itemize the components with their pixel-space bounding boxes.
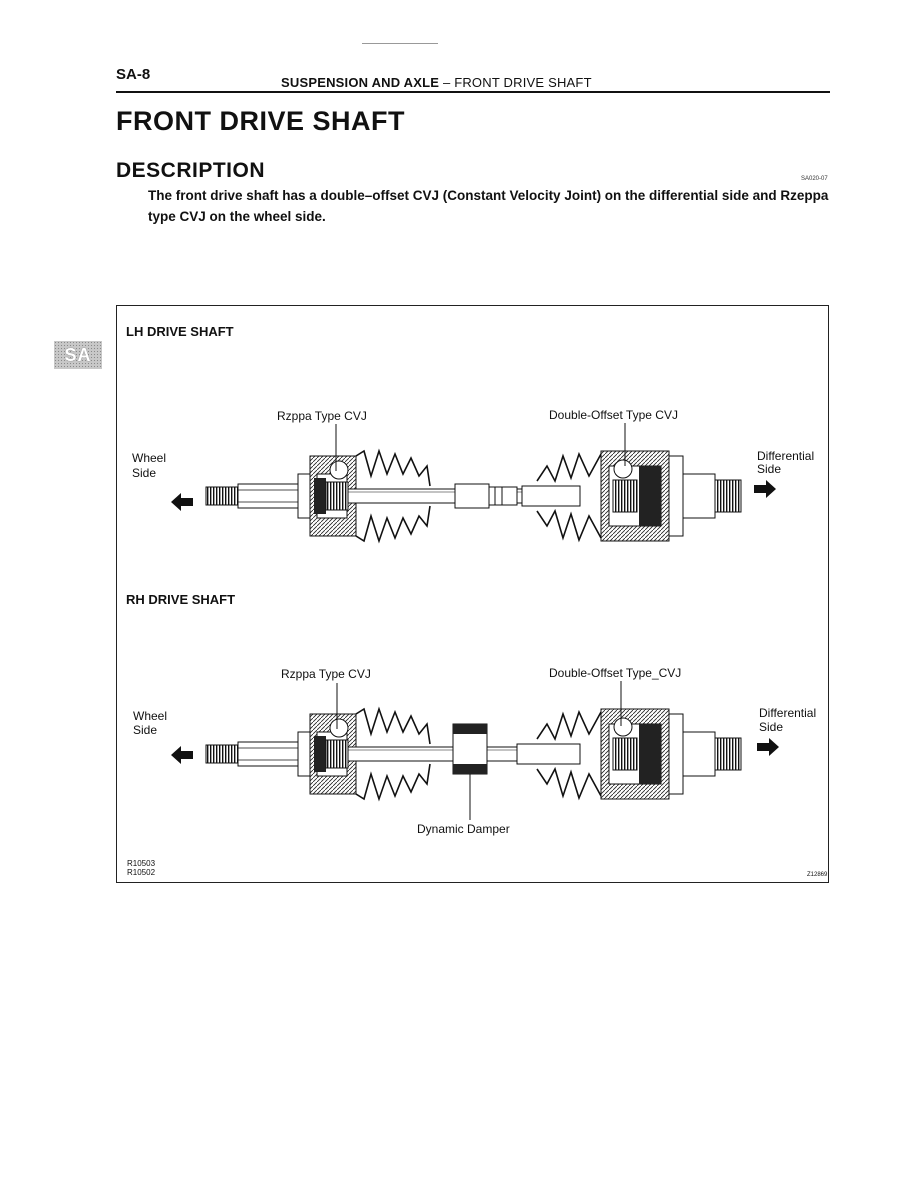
lh-rzeppa-label: Rzppa Type CVJ xyxy=(277,409,367,423)
running-head-topic: FRONT DRIVE SHAFT xyxy=(454,75,592,90)
page-number: SA-8 xyxy=(116,66,151,83)
lh-diff-side-label-line2: Side xyxy=(757,462,782,476)
section-tab: SA xyxy=(54,341,102,369)
running-head-separator: – xyxy=(442,75,451,90)
figure-code-2: R10502 xyxy=(127,868,156,877)
drive-shaft-illustration xyxy=(171,423,779,820)
rh-double-offset-label: Double-Offset Type_CVJ xyxy=(549,666,682,680)
description-text: The front drive shaft has a double–offse… xyxy=(148,188,829,224)
top-decorative-line xyxy=(362,43,438,44)
lh-wheel-side-label-line1: Wheel xyxy=(132,451,167,465)
rh-drive-shaft-title: RH DRIVE SHAFT xyxy=(126,592,236,607)
section-heading: DESCRIPTION xyxy=(116,159,266,182)
rh-drive-shaft-drawing xyxy=(171,706,779,802)
page-title: FRONT DRIVE SHAFT xyxy=(116,106,405,136)
rh-diff-side-label-line2: Side xyxy=(759,720,784,734)
header-rule xyxy=(116,91,830,93)
lh-double-offset-label: Double-Offset Type CVJ xyxy=(549,408,678,422)
lh-drive-shaft-title: LH DRIVE SHAFT xyxy=(126,324,234,339)
rh-wheel-side-label-line2: Side xyxy=(133,723,158,737)
drive-shaft-figure: LH DRIVE SHAFT Rzppa Type CVJ Double-Off… xyxy=(116,305,829,883)
figure-number: Z12869 xyxy=(807,872,828,878)
lh-diff-side-label-line1: Differential xyxy=(757,449,815,463)
rh-wheel-side-label-line1: Wheel xyxy=(133,709,168,723)
lh-wheel-side-label-line2: Side xyxy=(132,466,157,480)
dynamic-damper-label: Dynamic Damper xyxy=(417,822,510,836)
lh-drive-shaft-drawing xyxy=(171,448,776,544)
running-head-section: SUSPENSION AND AXLE xyxy=(281,75,440,90)
figure-code-1: R10503 xyxy=(127,859,156,868)
reference-code: SA020-07 xyxy=(801,176,828,182)
rh-rzeppa-label: Rzppa Type CVJ xyxy=(281,667,371,681)
running-head: SUSPENSION AND AXLE – FRONT DRIVE SHAFT xyxy=(281,75,592,90)
rh-diff-side-label-line1: Differential xyxy=(759,706,817,720)
